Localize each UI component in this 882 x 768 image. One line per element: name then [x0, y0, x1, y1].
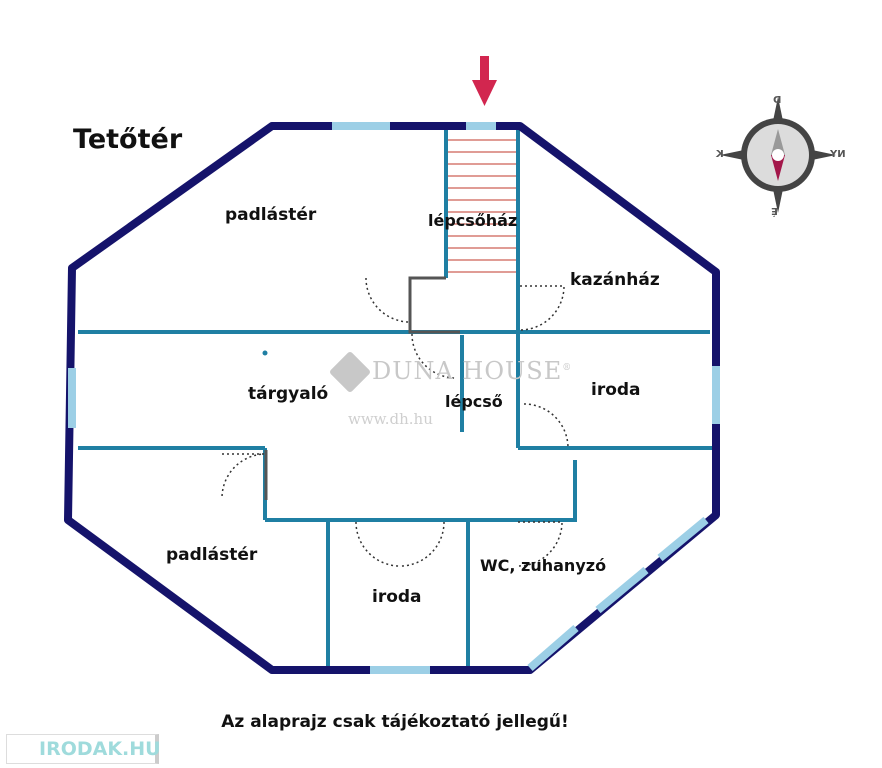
landing-walls: [264, 276, 460, 500]
compass-icon: [720, 97, 836, 213]
entrance-arrow-icon: [472, 56, 497, 106]
outer-walls: [64, 122, 720, 674]
room-label-iroda-right: iroda: [591, 380, 641, 400]
disclaimer: Az alaprajz csak tájékoztató jellegű!: [221, 712, 569, 732]
room-label-lepcso: lépcső: [445, 392, 503, 411]
compass-label-west: NY: [830, 149, 846, 160]
compass-label-south: D: [773, 93, 782, 104]
compass-label-east: K: [716, 149, 724, 160]
room-label-padlaster-bottom: padlástér: [166, 545, 258, 565]
duna-house-logo: [330, 352, 370, 392]
inner-walls: [78, 126, 718, 666]
watermark-brand: DUNA HOUSE®: [372, 357, 573, 385]
room-label-wc: WC, zuhanyzó: [480, 556, 607, 575]
room-label-lepcsohaz: lépcsőház: [428, 211, 518, 230]
room-label-targyalo: tárgyaló: [248, 384, 329, 404]
compass-label-north: É: [771, 205, 778, 216]
watermark-url: www.dh.hu: [348, 410, 433, 428]
room-label-kazanhaz: kazánház: [570, 270, 660, 290]
irodak-logo-text: IRODAK.HU: [39, 738, 161, 760]
irodak-logo: IRODAK.HU: [6, 734, 161, 764]
room-label-padlaster-top: padlástér: [225, 205, 317, 225]
doors: [221, 277, 569, 567]
windows: [68, 122, 720, 674]
floor-title: Tetőtér: [73, 124, 183, 155]
room-label-iroda-bottom: iroda: [372, 587, 422, 607]
staircase: [448, 139, 516, 273]
